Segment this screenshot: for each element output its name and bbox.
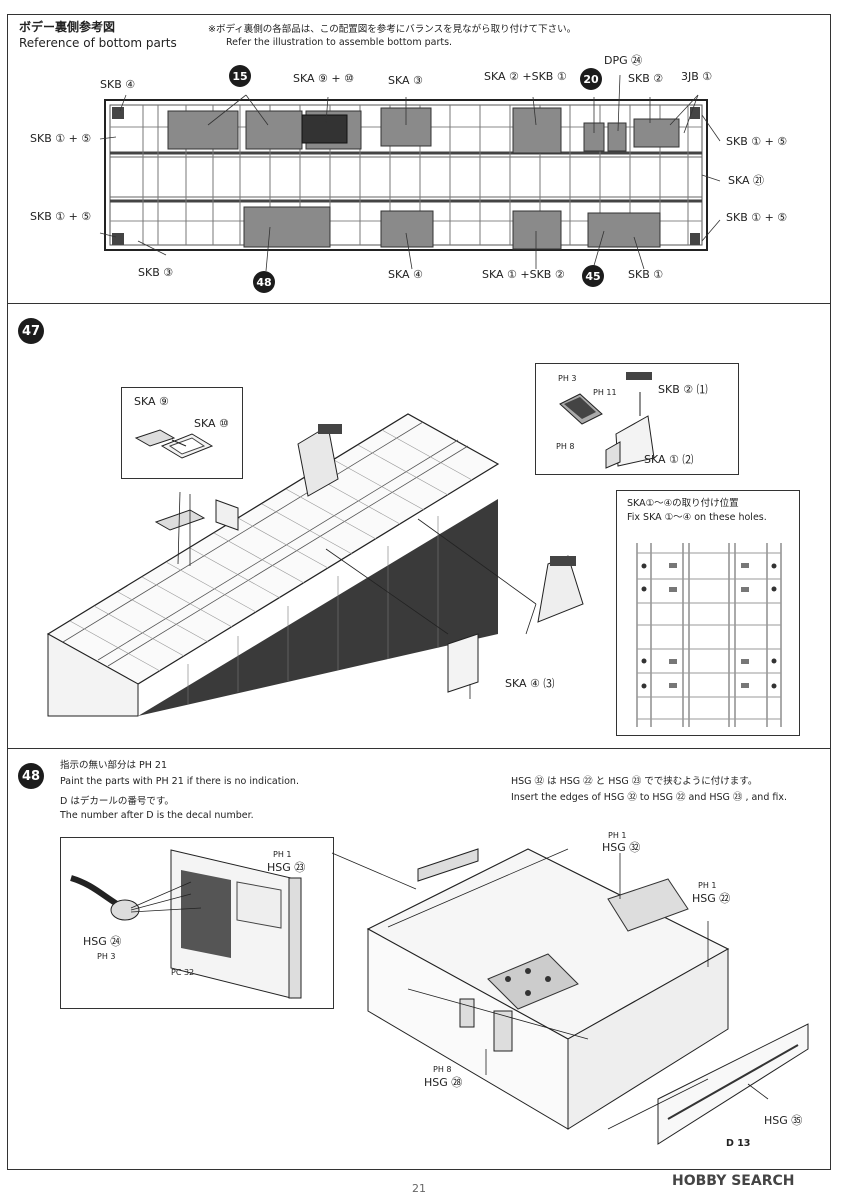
- label-ska3: SKA ③: [388, 74, 423, 87]
- inset-ph1: PH 1: [273, 850, 292, 859]
- label-3jb1: 3JB ①: [681, 70, 713, 83]
- panel-title-jp: ボデー裏側参考図: [19, 20, 116, 34]
- label-ska4: SKA ④: [388, 268, 423, 281]
- inset-brackets: PH 3 PH 11 PH 8 SKB ② ⑴ SKA ① ⑵: [535, 363, 739, 475]
- body-floor-drawing: [46, 413, 584, 717]
- step-48-number: 48: [18, 763, 44, 789]
- brackets-drawing: [559, 372, 655, 469]
- inset-mounting-holes: SKA①～④の取り付け位置 Fix SKA ①～④ on these holes…: [616, 490, 800, 736]
- step-20-badge: 20: [580, 68, 602, 90]
- hsg-note-jp: HSG ㉜ は HSG ㉒ と HSG ㉓ でで挟むように付けます。: [511, 776, 758, 787]
- holes-drawing: [636, 543, 782, 727]
- hsg-note-en: Insert the edges of HSG ㉜ to HSG ㉒ and H…: [511, 792, 788, 803]
- step-45-badge: 45: [582, 265, 604, 287]
- main-ph8: PH 8: [433, 1065, 452, 1074]
- label-ska1-skb2: SKA ① +SKB ②: [482, 268, 565, 281]
- main-hsg28: HSG ㉘: [424, 1076, 463, 1089]
- inset-ska9-10: SKA ⑨ SKA ⑩: [121, 387, 243, 479]
- step-48-panel: 48 指示の無い部分は PH 21 Paint the parts with P…: [7, 748, 831, 1170]
- inset-hsg23: HSG ㉓: [267, 861, 306, 874]
- step-47-panel: 47: [7, 303, 831, 749]
- inset-muffler: PH 1 HSG ㉓ HSG ㉔ PH 3 PC 32: [60, 837, 334, 1009]
- label-ska21: SKA ㉑: [728, 174, 765, 187]
- muffler-drawing: [70, 849, 302, 999]
- chassis-assembly-drawing: [331, 848, 809, 1145]
- label-ska9-10: SKA ⑨ + ⑩: [293, 72, 354, 85]
- label-ska1-2: SKA ① ⑵: [644, 453, 694, 466]
- label-skb1-bot: SKB ①: [628, 268, 664, 281]
- note2-jp: D はデカールの番号です。: [60, 796, 174, 807]
- label-ska10: SKA ⑩: [194, 417, 229, 430]
- label-ph8: PH 8: [556, 442, 575, 451]
- main-hsg32: HSG ㉜: [602, 841, 641, 854]
- label-ska4-3: SKA ④ ⑶: [505, 677, 555, 690]
- chassis-underside-drawing: [99, 74, 721, 272]
- label-skb4: SKB ④: [100, 78, 136, 91]
- inset-ph3: PH 3: [97, 952, 116, 961]
- label-skb3: SKB ③: [138, 266, 174, 279]
- label-skb1-5-right-top: SKB ① + ⑤: [726, 135, 788, 148]
- label-ska2-skb1: SKA ② +SKB ①: [484, 70, 567, 83]
- note1-en: Paint the parts with PH 21 if there is n…: [60, 776, 299, 787]
- label-ph3: PH 3: [558, 374, 577, 383]
- main-ph1-a: PH 1: [608, 831, 627, 840]
- step-48-badge: 48: [253, 271, 275, 293]
- bottom-parts-panel: ボデー裏側参考図 Reference of bottom parts ※ボディ裏…: [7, 14, 831, 304]
- ska9-10-drawing: [134, 429, 214, 459]
- holes-title-jp: SKA①～④の取り付け位置: [627, 498, 739, 509]
- note2-en: The number after D is the decal number.: [60, 810, 254, 821]
- hobby-search-watermark: HOBBY SEARCH: [672, 1173, 795, 1189]
- inset-hsg24: HSG ㉔: [83, 935, 122, 948]
- label-skb1-5-left-bot: SKB ① + ⑤: [30, 210, 92, 223]
- main-d13: D 13: [726, 1138, 751, 1149]
- label-ph11: PH 11: [593, 388, 617, 397]
- panel-note-jp: ※ボディ裏側の各部品は、この配置図を参考にバランスを見ながら取り付けて下さい。: [208, 24, 577, 35]
- note1-jp: 指示の無い部分は PH 21: [60, 760, 168, 771]
- page-number: 21: [412, 1182, 426, 1195]
- main-ph1-b: PH 1: [698, 881, 717, 890]
- panel-note-en: Refer the illustration to assemble botto…: [226, 37, 453, 48]
- label-skb1-5-left-top: SKB ① + ⑤: [30, 132, 92, 145]
- main-hsg22: HSG ㉒: [692, 892, 731, 905]
- label-ska9: SKA ⑨: [134, 395, 169, 408]
- panel-title-en: Reference of bottom parts: [19, 36, 177, 50]
- label-skb2-top: SKB ②: [628, 72, 664, 85]
- main-hsg35: HSG ㉟: [764, 1114, 803, 1127]
- step-47-number: 47: [18, 318, 44, 344]
- label-skb1-5-right-bot: SKB ① + ⑤: [726, 211, 788, 224]
- holes-title-en: Fix SKA ①～④ on these holes.: [627, 512, 767, 523]
- label-dpg24: DPG ㉔: [604, 54, 643, 67]
- label-skb2-1: SKB ② ⑴: [658, 383, 708, 396]
- inset-pc32: PC 32: [171, 968, 195, 977]
- step-15-badge: 15: [229, 65, 251, 87]
